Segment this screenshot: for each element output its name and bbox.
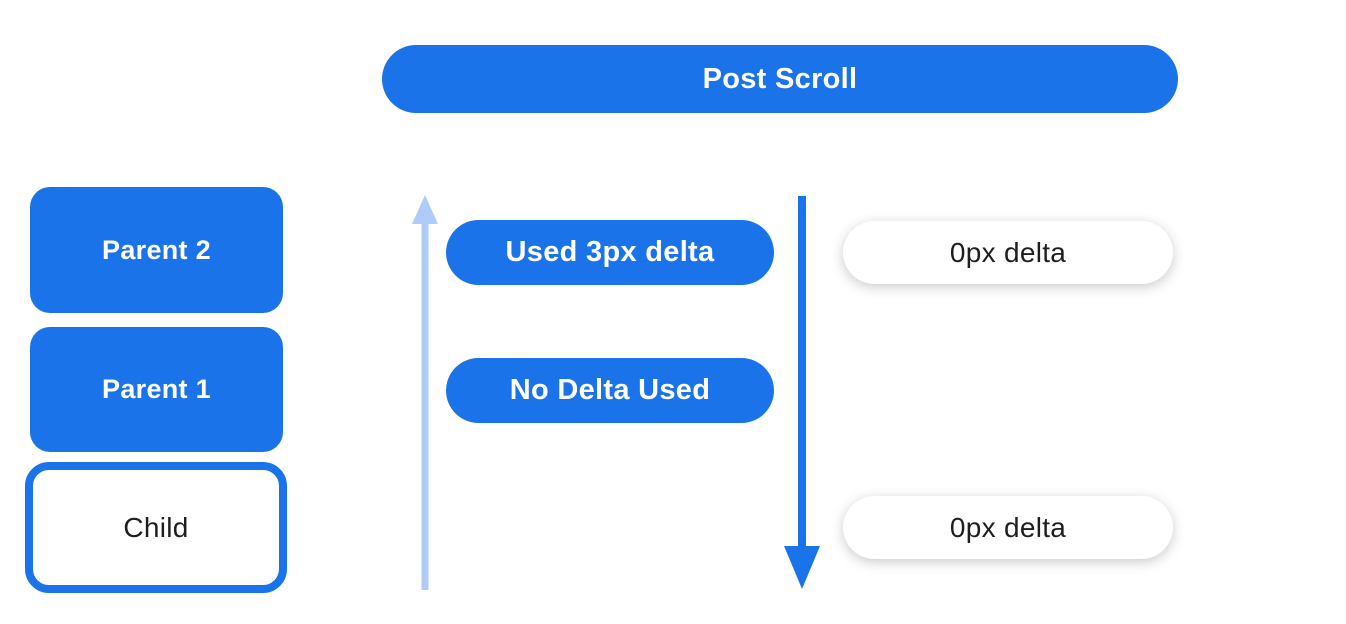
- zero-delta-bottom-label: 0px delta: [949, 511, 1067, 543]
- parent1-box: Parent 1: [30, 327, 283, 452]
- used-delta-pill: Used 3px delta: [446, 220, 774, 285]
- arrow-up-icon: [412, 195, 438, 590]
- child-box: Child: [25, 462, 287, 593]
- used-delta-label: Used 3px delta: [505, 236, 715, 268]
- post-scroll-banner: Post Scroll: [382, 45, 1178, 113]
- no-delta-pill: No Delta Used: [446, 358, 774, 423]
- post-scroll-label: Post Scroll: [702, 62, 858, 95]
- zero-delta-bottom-pill: 0px delta: [843, 496, 1173, 559]
- zero-delta-top-pill: 0px delta: [843, 221, 1173, 284]
- parent1-label: Parent 1: [102, 374, 211, 404]
- arrow-down-icon: [784, 196, 820, 589]
- zero-delta-top-label: 0px delta: [949, 236, 1067, 268]
- child-label: Child: [123, 511, 189, 543]
- parent2-label: Parent 2: [102, 234, 211, 265]
- no-delta-label: No Delta Used: [509, 374, 711, 406]
- parent2-box: Parent 2: [30, 187, 283, 313]
